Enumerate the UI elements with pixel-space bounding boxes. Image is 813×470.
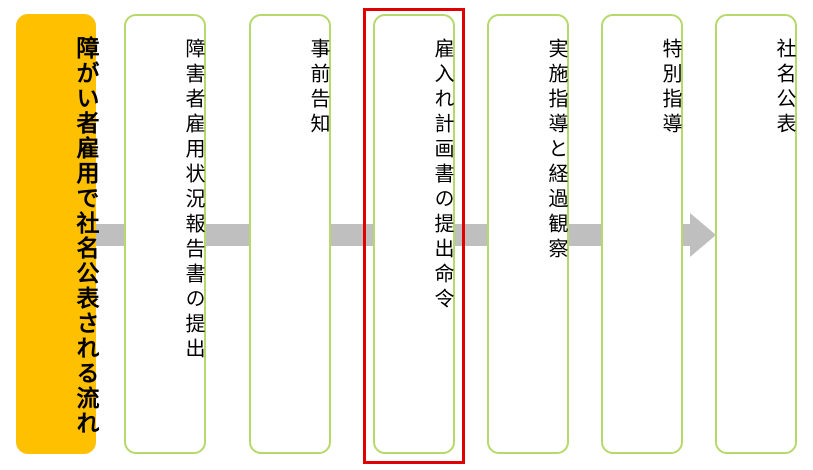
step-2-label: 事前告知: [307, 38, 331, 138]
step-2-box: 事前告知: [249, 14, 331, 454]
flow-title: 障がい者雇用で社名公表される流れ: [72, 36, 98, 436]
step-4-label: 実施指導と経過観察: [545, 38, 569, 263]
step-6-box: 社名公表: [715, 14, 797, 454]
step-6-label: 社名公表: [773, 38, 797, 138]
flow-title-box: 障がい者雇用で社名公表される流れ: [16, 14, 98, 454]
step-3-label: 雇入れ計画書の提出命令: [431, 38, 455, 313]
step-5-box: 特別指導: [601, 14, 683, 454]
step-4-box: 実施指導と経過観察: [487, 14, 569, 454]
step-1-box: 障害者雇用状況報告書の提出: [124, 14, 206, 454]
step-5-label: 特別指導: [659, 38, 683, 138]
highlight-frame: [363, 8, 465, 464]
step-1-label: 障害者雇用状況報告書の提出: [182, 38, 206, 363]
step-3-box: 雇入れ計画書の提出命令: [373, 14, 455, 454]
flow-arrow-head: [690, 213, 716, 257]
